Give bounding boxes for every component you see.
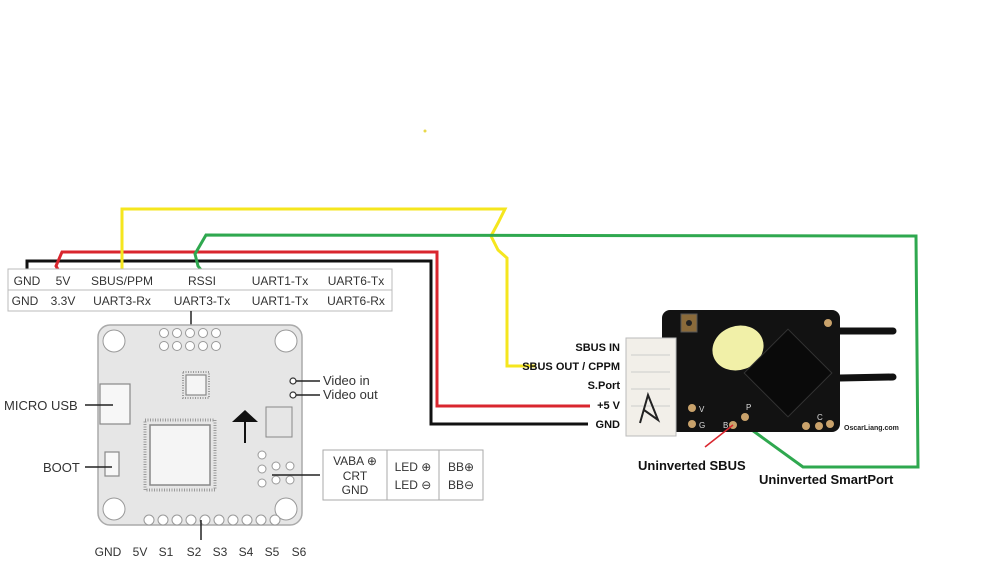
header-top-pin: GND — [14, 274, 41, 288]
header-pad — [198, 341, 208, 351]
bb-plus-label: BB⊕ — [448, 460, 474, 474]
output-pad — [171, 514, 183, 526]
bb-minus-label: BB⊖ — [448, 478, 474, 492]
header-pad — [159, 341, 169, 351]
imu-chip — [185, 374, 207, 396]
pad-label-p: P — [746, 403, 751, 412]
receiver-pin-label: +5 V — [597, 400, 621, 412]
mcu-chip — [149, 424, 211, 486]
header-top-pin: UART6-Tx — [328, 274, 384, 288]
output-pad — [143, 514, 155, 526]
output-pad — [185, 514, 197, 526]
watermark: OscarLiang.com — [844, 425, 899, 432]
header-bottom-pin: 3.3V — [51, 294, 76, 308]
mount-hole — [274, 497, 298, 521]
video-out-label: Video out — [323, 387, 378, 402]
fc-power-box: VABA ⊕ CRT GND LED ⊕ LED ⊖ BB⊕ BB⊖ — [322, 449, 484, 501]
header-pad — [185, 341, 195, 351]
receiver-board: V G B P C OscarLiang.com — [625, 310, 899, 437]
bottom-pin-label: S1 — [159, 545, 174, 559]
output-pad — [269, 514, 281, 526]
mount-hole — [274, 329, 298, 353]
header-pad — [185, 328, 195, 338]
crt-label: CRT — [343, 469, 368, 483]
bottom-pin-label: S2 — [187, 545, 202, 559]
bottom-pin-label: 5V — [133, 545, 148, 559]
pad-label-v: V — [699, 405, 705, 414]
vbat-label: VABA ⊕ — [333, 454, 377, 468]
mount-hole — [102, 497, 126, 521]
output-pad — [213, 514, 225, 526]
header-top-pin: UART1-Tx — [252, 274, 308, 288]
boot-label: BOOT — [43, 460, 80, 475]
uninverted-sbus-label: Uninverted SBUS — [638, 458, 746, 473]
led-plus-label: LED ⊕ — [395, 460, 432, 474]
header-pad — [172, 328, 182, 338]
fc-header-table: GND 5V SBUS/PPM RSSI UART1-Tx UART6-Tx GND 3.3… — [7, 268, 393, 312]
gnd-label: GND — [342, 483, 369, 497]
header-pad — [211, 341, 221, 351]
pad-label-c: C — [817, 413, 823, 422]
header-top-pin: 5V — [56, 274, 71, 288]
header-bottom-pin: UART1-Tx — [252, 294, 308, 308]
smartport-wire — [193, 233, 920, 469]
video-in-label: Video in — [323, 373, 370, 388]
stray-dot — [423, 129, 427, 133]
receiver-pin-labels: SBUS IN SBUS OUT / CPPM S.Port +5 V GND — [522, 342, 620, 431]
output-pad — [157, 514, 169, 526]
receiver-pin-label: GND — [596, 419, 621, 431]
header-pad — [159, 328, 169, 338]
orientation-arrow-icon — [232, 410, 258, 422]
header-bottom-pin: UART3-Tx — [174, 294, 230, 308]
output-pad — [227, 514, 239, 526]
pad-label-g: G — [699, 421, 705, 430]
output-pad — [241, 514, 253, 526]
micro-usb-label: MICRO USB — [4, 398, 78, 413]
mount-hole — [102, 329, 126, 353]
header-bottom-pin: UART3-Rx — [93, 294, 151, 308]
boot-button — [104, 451, 120, 477]
bottom-pin-label: GND — [95, 545, 122, 559]
bottom-pin-label: S3 — [213, 545, 228, 559]
wires — [25, 207, 920, 469]
pad-label-b: B — [723, 421, 728, 430]
uninverted-smartport-label: Uninverted SmartPort — [759, 472, 894, 487]
bottom-pin-label: S6 — [292, 545, 307, 559]
output-pad — [199, 514, 211, 526]
micro-usb-port — [99, 383, 131, 425]
fc-bottom-pin-labels: GND 5V S1 S2 S3 S4 S5 S6 — [95, 545, 307, 559]
header-bottom-pin: GND — [12, 294, 39, 308]
led-minus-label: LED ⊖ — [395, 478, 432, 492]
receiver-pin-label: S.Port — [588, 380, 621, 392]
5v-wire — [54, 250, 590, 408]
output-pad — [255, 514, 267, 526]
header-bottom-pin: UART6-Rx — [327, 294, 385, 308]
bottom-pin-label: S5 — [265, 545, 280, 559]
header-pad — [198, 328, 208, 338]
receiver-pin-label: SBUS IN — [575, 342, 620, 354]
gnd-wire — [25, 259, 588, 426]
bottom-pin-label: S4 — [239, 545, 254, 559]
header-pad — [172, 341, 182, 351]
header-top-pin: SBUS/PPM — [91, 274, 153, 288]
header-pad — [211, 328, 221, 338]
receiver-pin-label: SBUS OUT / CPPM — [522, 361, 620, 373]
header-top-pin: RSSI — [188, 274, 216, 288]
flight-controller-board — [97, 324, 303, 526]
antenna — [836, 373, 897, 382]
